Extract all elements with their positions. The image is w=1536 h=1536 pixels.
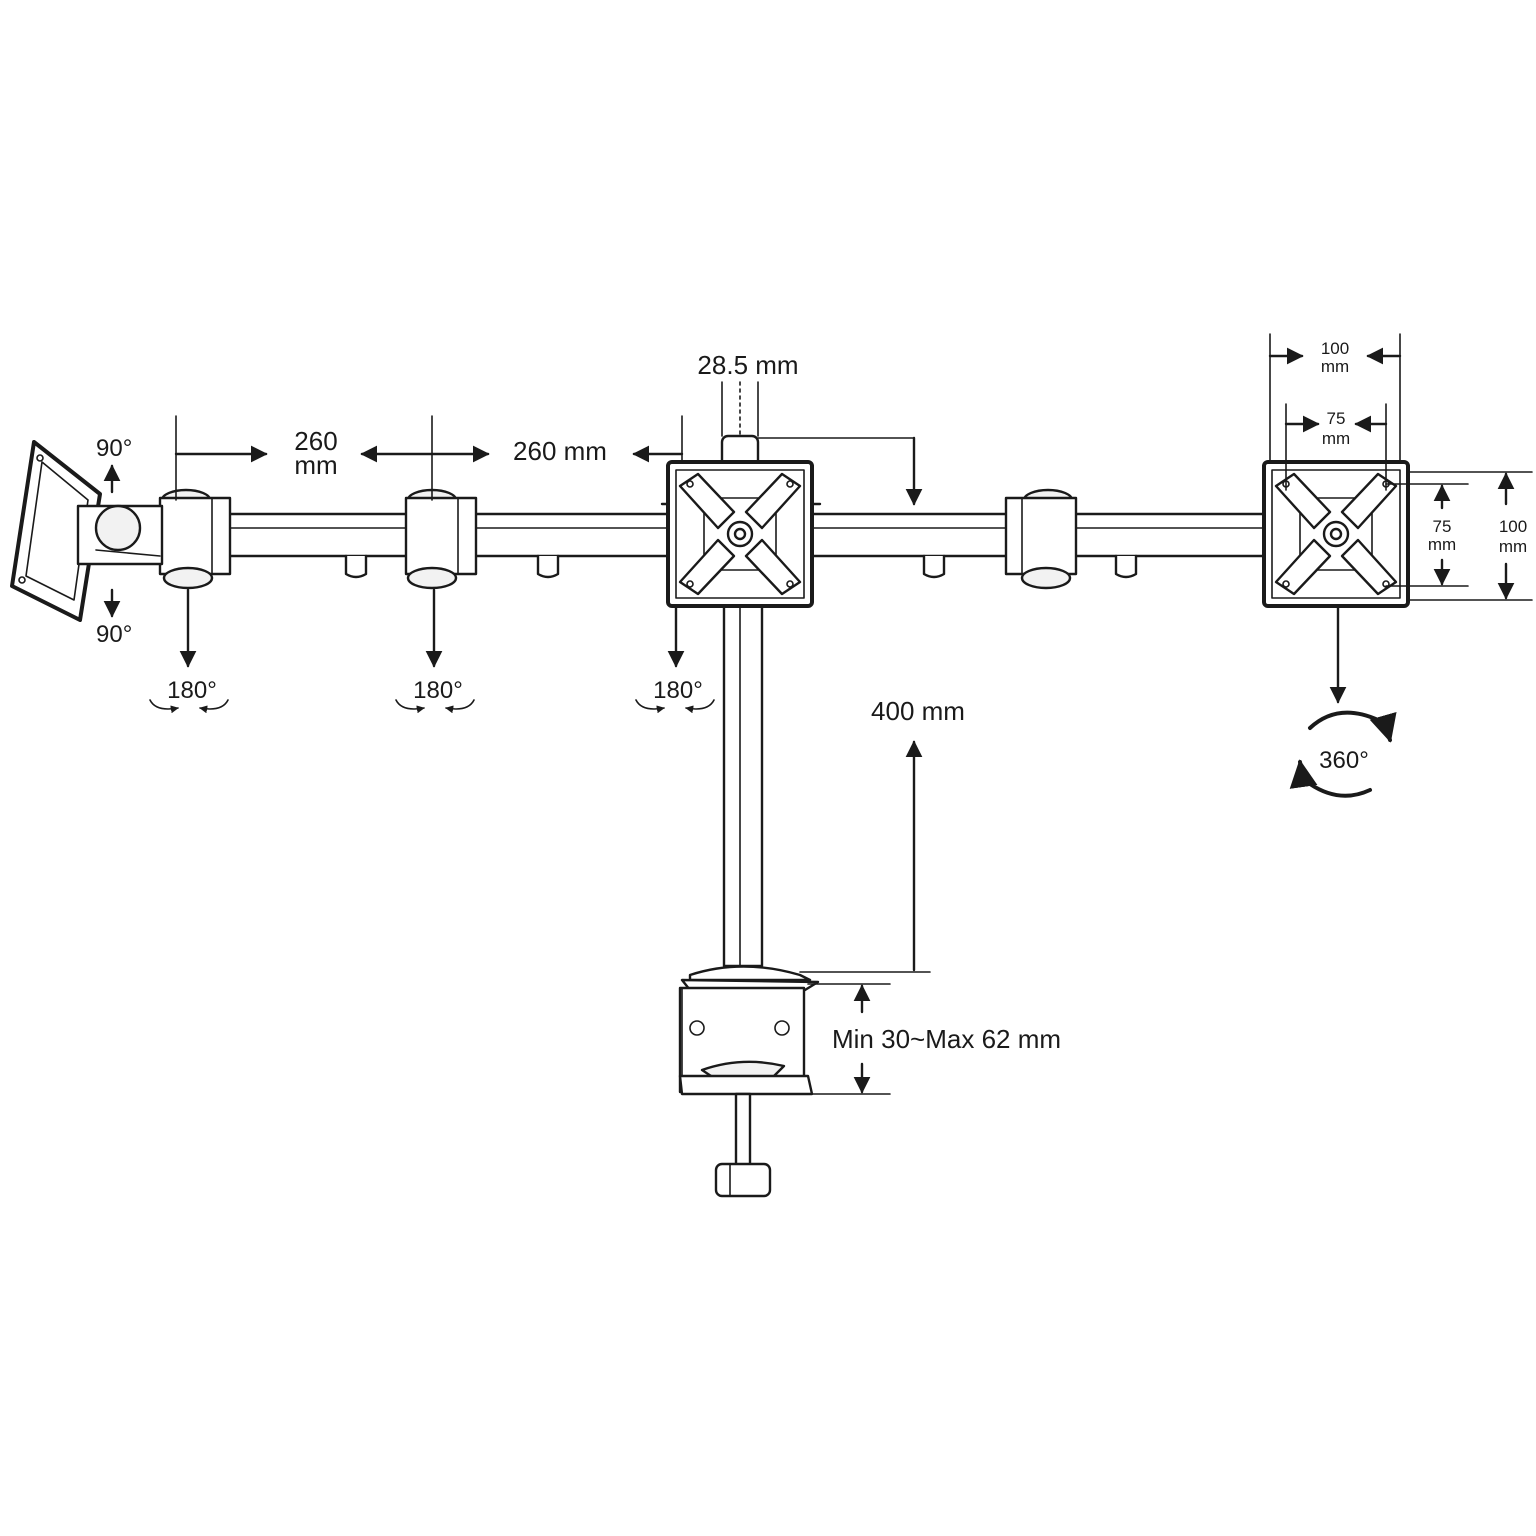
left-tilted-plate xyxy=(10,440,164,622)
rotation-label: 360° xyxy=(1319,747,1369,774)
left-joint-middle xyxy=(404,488,478,590)
vesa-outer-v-unit: mm xyxy=(1499,537,1527,556)
left-joint-outer xyxy=(158,488,232,590)
right-vesa-plate xyxy=(1262,460,1410,608)
pole-height-label: 400 mm xyxy=(871,696,965,726)
rotation-arrow xyxy=(1289,604,1397,798)
arm-length-2-label: 260 mm xyxy=(513,436,607,466)
swivel-3-label: 180° xyxy=(653,677,703,704)
vesa-outer-h-value: 100 xyxy=(1321,339,1349,358)
pole-diameter-label: 28.5 mm xyxy=(697,350,798,380)
swivel-arrows xyxy=(149,588,715,714)
arm-length-dimensions xyxy=(174,415,684,501)
vesa-inner-v-value: 75 xyxy=(1433,517,1452,536)
vesa-inner-h-unit: mm xyxy=(1322,429,1350,448)
desk-clamp xyxy=(678,965,820,1198)
tilt-down-label: 90° xyxy=(96,621,132,648)
vesa-inner-v-unit: mm xyxy=(1428,535,1456,554)
clamp-range-label: Min 30~Max 62 mm xyxy=(832,1024,1061,1054)
arm-length-1-value: 260 xyxy=(294,426,337,456)
clamp-range-dimension xyxy=(807,983,891,1095)
arm-length-1-unit: mm xyxy=(294,450,337,480)
swivel-2-label: 180° xyxy=(413,677,463,704)
pole-height-dimension xyxy=(799,740,931,973)
vesa-outer-v-value: 100 xyxy=(1499,517,1527,536)
vesa-inner-h-value: 75 xyxy=(1327,409,1346,428)
pole xyxy=(720,434,764,968)
pole-diameter-dimension xyxy=(721,381,923,506)
tilt-up-label: 90° xyxy=(96,435,132,462)
vesa-outer-h-unit: mm xyxy=(1321,357,1349,376)
swivel-1-label: 180° xyxy=(167,677,217,704)
vesa-dimensions xyxy=(1268,333,1533,601)
center-vesa-plate xyxy=(660,460,822,608)
right-joint-middle xyxy=(1004,488,1078,590)
